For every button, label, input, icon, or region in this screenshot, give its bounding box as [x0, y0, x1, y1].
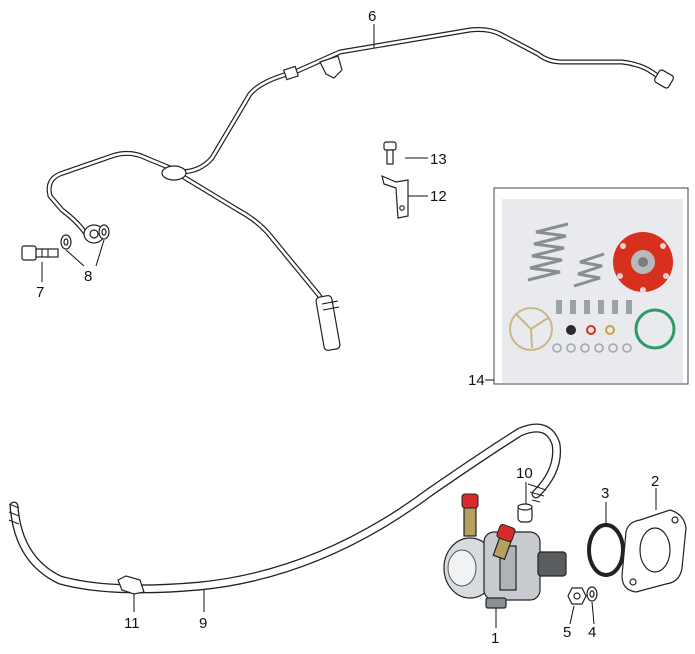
callout-11: 11: [124, 615, 140, 632]
callout-8: 8: [84, 268, 92, 285]
callout-9: 9: [199, 615, 207, 632]
kit-spring-large: [527, 222, 569, 282]
kit-gasket: [634, 308, 676, 350]
callout-labels: 6 13 12 7 8 14 10 3 2 11 9 1 5 4: [36, 8, 659, 647]
fuel-pump: [443, 493, 567, 609]
bracket-screw: [383, 141, 397, 165]
nut: [567, 587, 587, 605]
callout-2: 2: [651, 473, 659, 490]
washer: [586, 586, 598, 602]
callout-6: 6: [368, 8, 376, 25]
fuel-line-assembly: [46, 27, 674, 351]
callout-4: 4: [588, 624, 596, 641]
kit-screws: [556, 300, 632, 314]
callout-14: 14: [468, 372, 485, 389]
callout-13: 13: [430, 151, 447, 168]
fuel-hose: [8, 423, 562, 594]
kit-valve-plate: [509, 307, 553, 351]
plug: [517, 503, 533, 523]
hose-clip: [117, 575, 145, 595]
flange-gasket: [621, 509, 687, 593]
banjo-bolt: [21, 245, 59, 261]
callout-12: 12: [430, 188, 447, 205]
callout-10: 10: [516, 465, 533, 482]
kit-diaphragm: [613, 232, 673, 293]
callout-7: 7: [36, 284, 44, 301]
callout-5: 5: [563, 624, 571, 641]
kit-washers: [552, 343, 632, 353]
kit-seals: [566, 325, 615, 335]
sealing-washers: [60, 224, 110, 250]
kit-spring-small: [573, 252, 605, 288]
callout-1: 1: [491, 630, 499, 647]
mounting-bracket: [381, 174, 409, 219]
leader-lines: [41, 24, 657, 628]
repair-kit-panel: [493, 187, 689, 385]
o-ring: [587, 523, 625, 577]
callout-3: 3: [601, 485, 609, 502]
